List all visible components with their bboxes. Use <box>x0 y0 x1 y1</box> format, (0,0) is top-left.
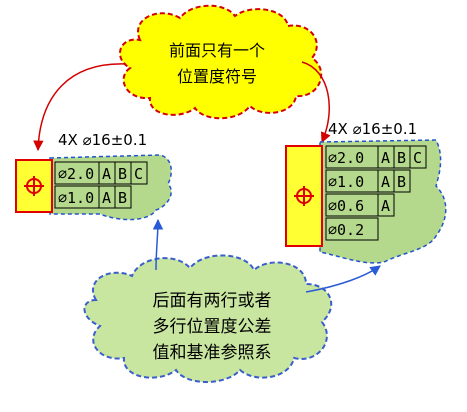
bottom-callout-line2: 多行位置度公差 <box>153 317 272 337</box>
left-dimension-text: 4X ⌀16±0.1 <box>58 131 147 149</box>
right-dimension-text: 4X ⌀16±0.1 <box>328 120 417 138</box>
left-row1-datum-c: C <box>134 165 143 183</box>
right-row1-datum-c: C <box>413 149 422 167</box>
left-row2-tolerance: ⌀1.0 <box>58 189 94 207</box>
right-row1-datum-a: A <box>381 149 390 167</box>
left-feature-control-frame: 4X ⌀16±0.1 ⌀2.0 A B C ⌀1.0 A B <box>15 131 173 221</box>
left-row1-datum-a: A <box>102 165 111 183</box>
right-row3-datum-a: A <box>381 197 390 215</box>
top-callout-line2: 位置度符号 <box>177 67 257 86</box>
blue-arrow-left <box>152 218 164 271</box>
right-position-icon <box>294 186 314 206</box>
top-callout-line1: 前面只有一个 <box>169 41 265 60</box>
bottom-callout-line3: 值和基准参照系 <box>153 343 272 363</box>
right-feature-control-frame: 4X ⌀16±0.1 ⌀2.0 A B C ⌀1.0 A B ⌀0.6 A <box>285 120 447 264</box>
right-row2-datum-a: A <box>381 173 390 191</box>
left-row2-datum-b: B <box>118 189 127 207</box>
red-arrow-right <box>301 61 331 143</box>
bottom-callout-cloud: 后面有两行或者 多行位置度公差 值和基准参照系 <box>83 254 333 383</box>
right-row3-tolerance: ⌀0.6 <box>328 197 364 215</box>
left-row1-tolerance: ⌀2.0 <box>58 165 94 183</box>
right-row1-datum-b: B <box>397 149 406 167</box>
top-callout-cloud: 前面只有一个 位置度符号 <box>119 4 323 120</box>
right-row1-tolerance: ⌀2.0 <box>328 149 364 167</box>
left-highlight-area <box>49 154 173 221</box>
bottom-cloud-shape <box>83 254 333 383</box>
right-row2-tolerance: ⌀1.0 <box>328 173 364 191</box>
right-highlight-area <box>319 139 447 264</box>
top-cloud-shape <box>119 4 323 120</box>
right-row2-datum-b: B <box>397 173 406 191</box>
left-row2-datum-a: A <box>102 189 111 207</box>
left-row1-datum-b: B <box>118 165 127 183</box>
left-position-icon <box>24 176 44 196</box>
right-row4-tolerance: ⌀0.2 <box>328 221 364 239</box>
blue-arrow-right <box>305 265 381 293</box>
bottom-callout-line1: 后面有两行或者 <box>153 291 272 311</box>
red-arrow-left <box>33 63 127 152</box>
